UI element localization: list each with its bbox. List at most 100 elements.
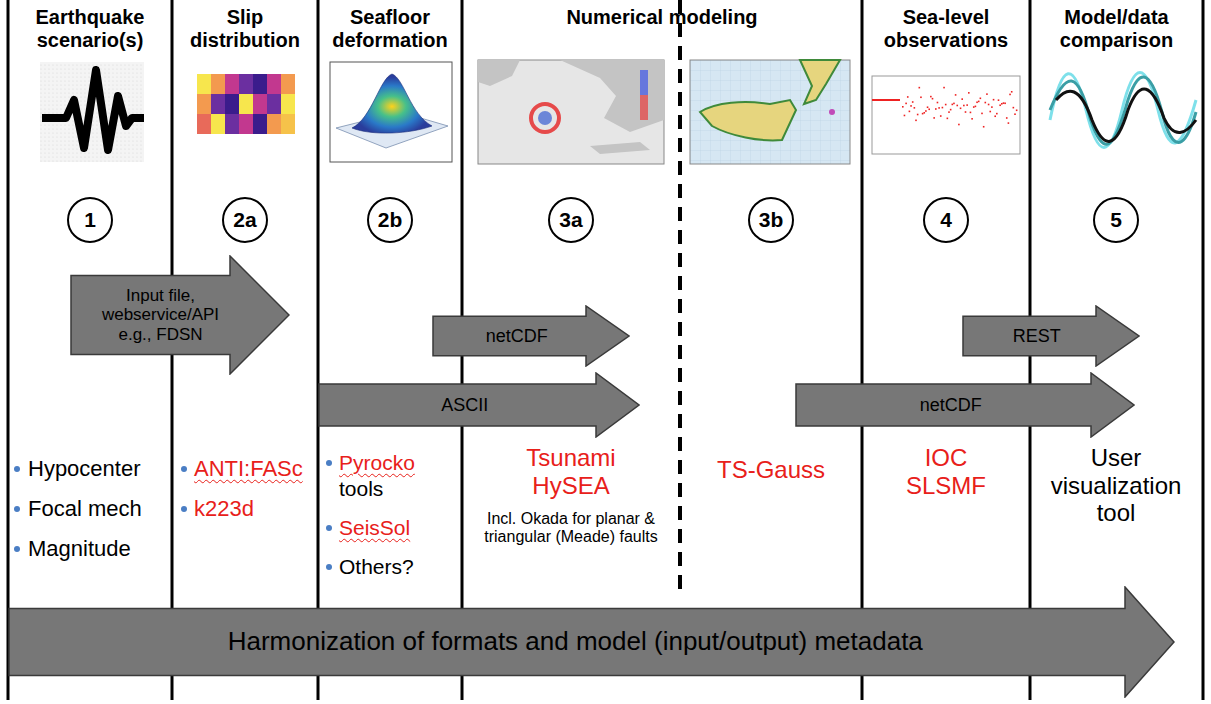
data-point bbox=[938, 107, 940, 109]
slip-cell bbox=[239, 114, 253, 134]
data-point bbox=[963, 105, 965, 107]
data-point bbox=[937, 102, 939, 104]
data-point bbox=[923, 112, 925, 114]
step-number: 2b bbox=[378, 208, 403, 232]
bullet-item: Others? bbox=[339, 555, 414, 579]
data-point bbox=[976, 101, 978, 103]
data-point bbox=[950, 109, 952, 111]
bullet-item: Hypocenter bbox=[28, 456, 141, 481]
data-point bbox=[942, 107, 944, 109]
column-header: Numerical modeling bbox=[462, 6, 862, 29]
step-circle: 3b bbox=[748, 197, 794, 243]
flow-arrow: Input file, webservice/API e.g., FDSN bbox=[70, 255, 290, 375]
arrow-text-area: netCDF bbox=[436, 316, 597, 356]
data-point bbox=[935, 108, 937, 110]
tool-note: tools bbox=[339, 477, 383, 501]
data-point bbox=[915, 120, 917, 122]
arrow-body bbox=[319, 373, 639, 437]
tool-name: Tsunami HySEA bbox=[506, 444, 636, 499]
arrow-text-area: netCDF bbox=[799, 384, 1102, 426]
data-point bbox=[917, 114, 919, 116]
data-point bbox=[1013, 107, 1015, 109]
tool-name: TS-Gauss bbox=[680, 456, 862, 484]
data-point bbox=[999, 104, 1001, 106]
data-point bbox=[1004, 102, 1006, 104]
data-point bbox=[955, 94, 957, 96]
step-circle: 5 bbox=[1093, 197, 1139, 243]
data-point bbox=[922, 113, 924, 115]
data-point bbox=[943, 87, 945, 89]
step-circle: 2a bbox=[222, 197, 268, 243]
data-point bbox=[961, 98, 963, 100]
flow-arrow: netCDF bbox=[795, 372, 1135, 438]
data-point bbox=[975, 106, 977, 108]
slip-cell bbox=[197, 94, 211, 114]
arrow-body bbox=[9, 587, 1174, 697]
data-point bbox=[952, 104, 954, 106]
data-point bbox=[978, 101, 980, 103]
data-point bbox=[920, 96, 922, 98]
slip-cell bbox=[225, 114, 239, 134]
data-point bbox=[948, 111, 950, 113]
slip-cell bbox=[281, 94, 295, 114]
slip-cell bbox=[197, 114, 211, 134]
tool-name: SeisSol bbox=[339, 516, 410, 540]
step-number: 4 bbox=[940, 208, 952, 232]
column-header: Sea-level observations bbox=[862, 6, 1030, 52]
data-point bbox=[989, 111, 991, 113]
data-point bbox=[902, 106, 904, 108]
slip-cell bbox=[211, 94, 225, 114]
data-point bbox=[909, 111, 911, 113]
data-point bbox=[998, 99, 1000, 101]
data-point bbox=[1001, 103, 1003, 105]
data-point bbox=[985, 102, 987, 104]
slip-cell bbox=[253, 94, 267, 114]
step-circle: 2b bbox=[367, 197, 413, 243]
bullet-item: Focal mech bbox=[28, 496, 142, 521]
arrow-text-area: REST bbox=[966, 316, 1107, 356]
data-point bbox=[947, 118, 949, 120]
tool-name: IOC SLSMF bbox=[896, 444, 996, 499]
arrow-label: ASCII bbox=[441, 395, 488, 416]
data-point bbox=[945, 104, 947, 106]
arrow-text-area: Harmonization of formats and model (inpu… bbox=[12, 608, 1139, 675]
data-point bbox=[996, 113, 998, 115]
slip-cell bbox=[281, 74, 295, 94]
tool-name: User visualization tool bbox=[1041, 444, 1191, 527]
data-point bbox=[1011, 91, 1013, 93]
bullet-item: Magnitude bbox=[28, 536, 131, 561]
data-point bbox=[1003, 102, 1005, 104]
data-point bbox=[968, 92, 970, 94]
step-number: 3a bbox=[559, 208, 582, 232]
slip-cell bbox=[267, 74, 281, 94]
arrow-body bbox=[433, 306, 629, 366]
step-circle: 1 bbox=[67, 197, 113, 243]
tool-note: Incl. Okada for planar & triangular (Mea… bbox=[472, 510, 670, 547]
arrow-label: netCDF bbox=[486, 326, 548, 347]
data-point bbox=[965, 111, 967, 113]
flow-arrow: ASCII bbox=[318, 372, 640, 438]
step-number: 2a bbox=[233, 208, 256, 232]
data-point bbox=[970, 112, 972, 114]
tool-name: k223d bbox=[194, 496, 254, 521]
data-point bbox=[973, 106, 975, 108]
step-circle: 3a bbox=[548, 197, 594, 243]
slip-cell bbox=[211, 114, 225, 134]
slip-cell bbox=[253, 114, 267, 134]
arrow-text-area: ASCII bbox=[322, 384, 607, 426]
arrow-label: REST bbox=[1013, 326, 1061, 347]
slip-cell bbox=[239, 94, 253, 114]
data-point bbox=[956, 105, 958, 107]
data-point bbox=[910, 105, 912, 107]
slip-cell bbox=[225, 94, 239, 114]
data-point bbox=[966, 104, 968, 106]
slip-cell bbox=[267, 114, 281, 134]
data-point bbox=[928, 108, 930, 110]
data-point bbox=[994, 115, 996, 117]
data-point bbox=[919, 87, 921, 89]
data-point bbox=[912, 101, 914, 103]
data-point bbox=[971, 118, 973, 120]
data-point bbox=[905, 103, 907, 105]
data-point bbox=[980, 98, 982, 100]
arrow-text-area: Input file, webservice/API e.g., FDSN bbox=[74, 275, 247, 354]
